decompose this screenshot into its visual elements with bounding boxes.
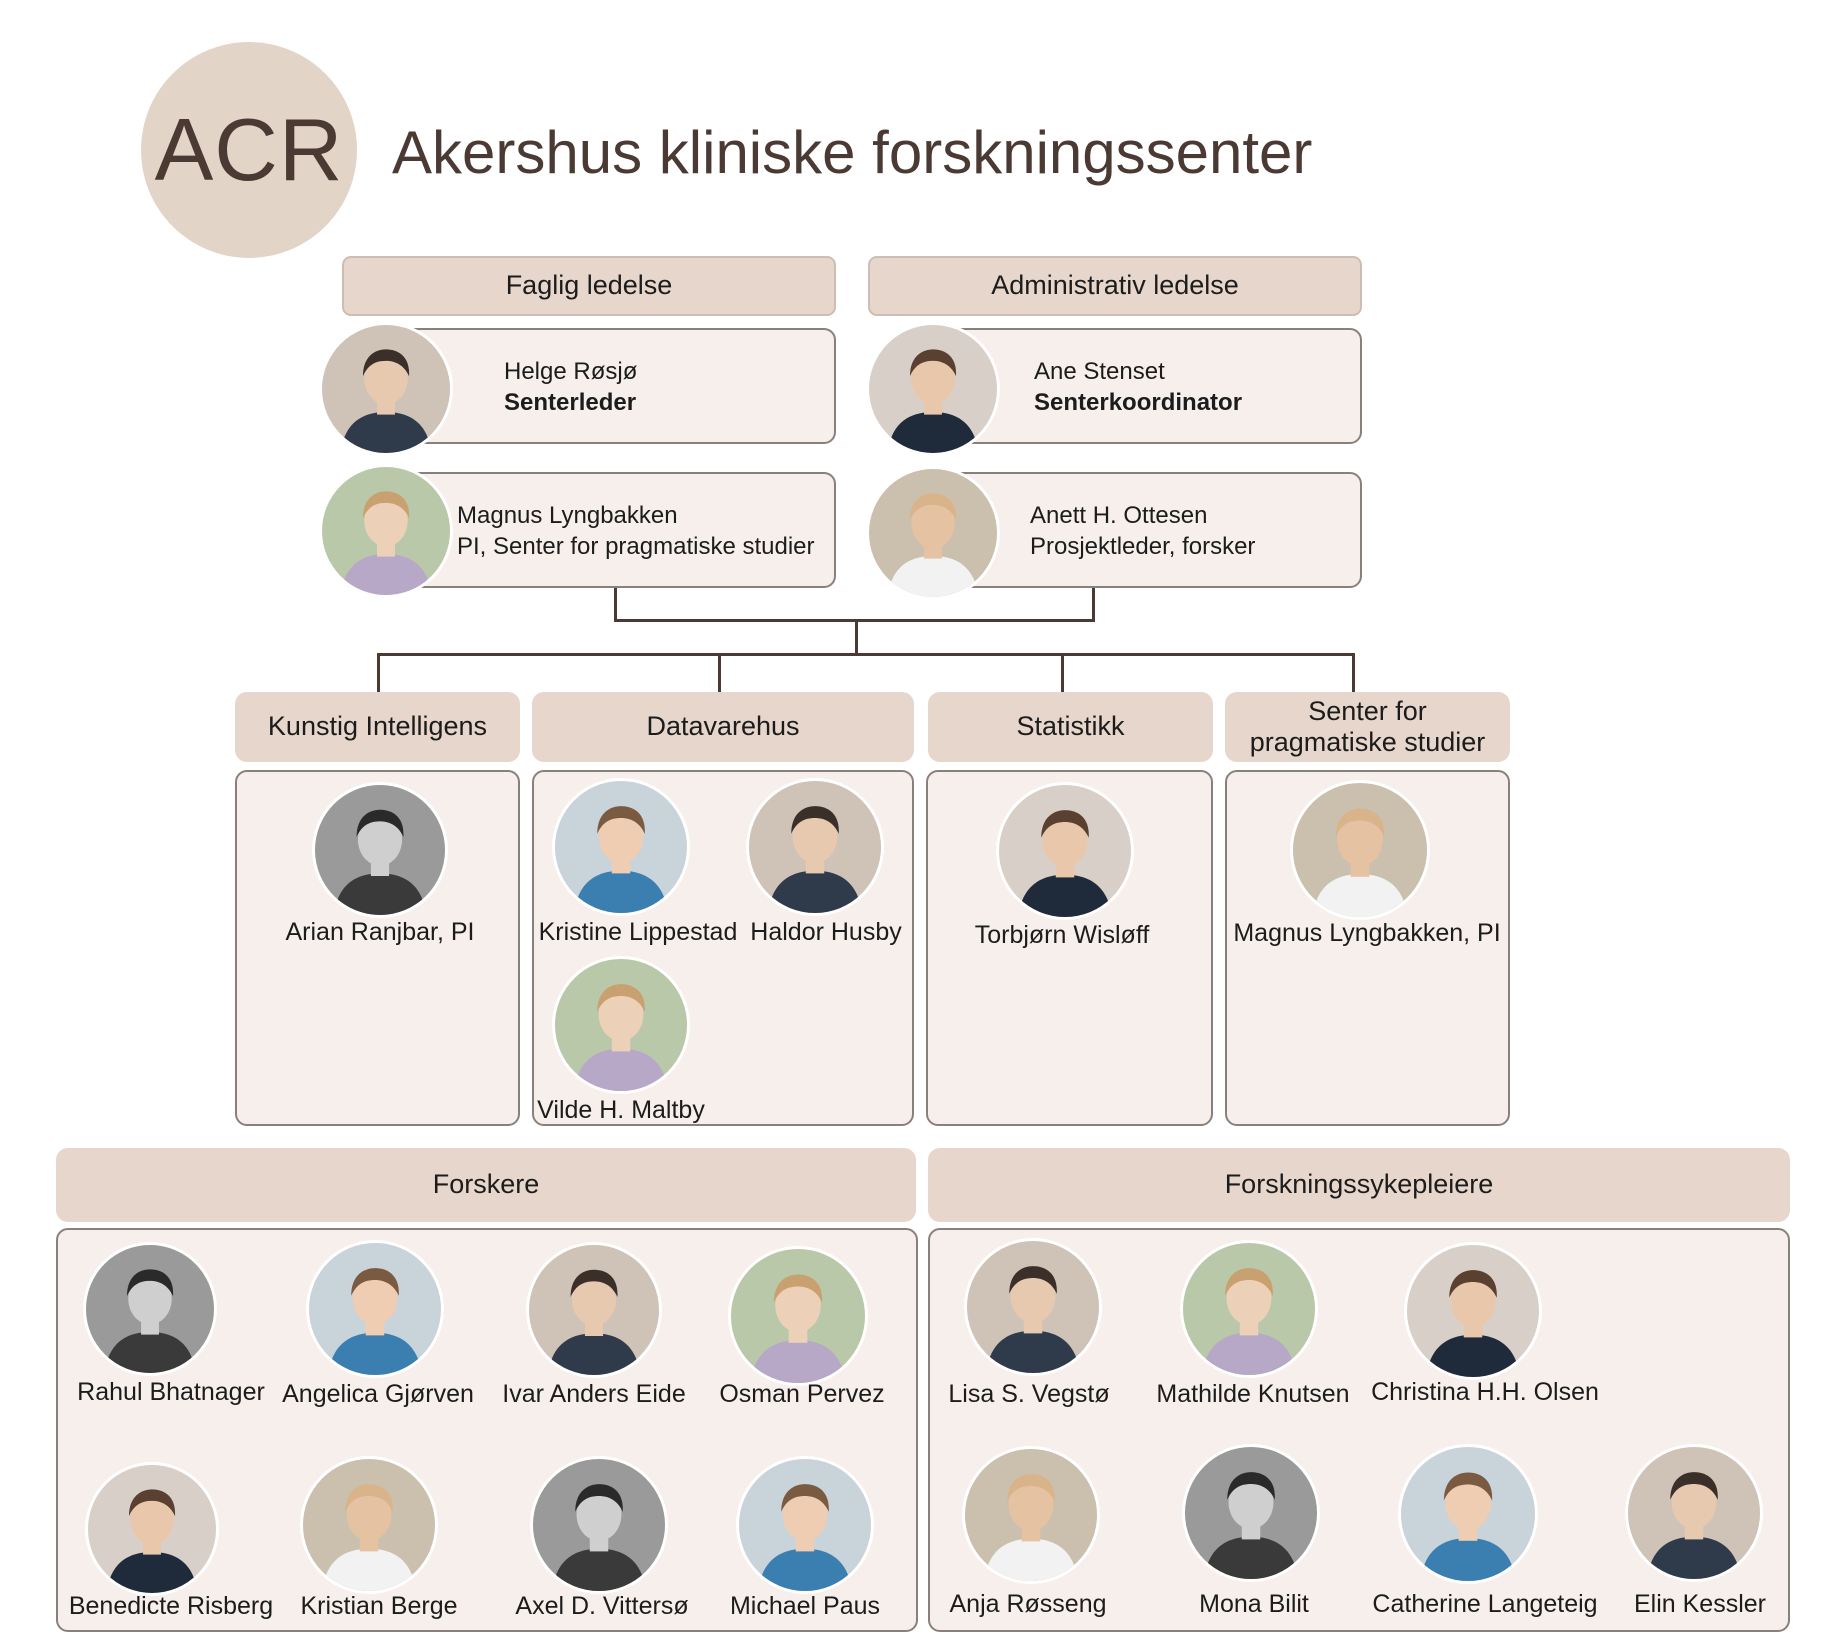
person-photo-icon xyxy=(728,1246,868,1386)
member-name: Ivar Anders Eide xyxy=(502,1380,686,1408)
group-header-forskere: Forskere xyxy=(56,1148,916,1222)
member-name: Mona Bilit xyxy=(1199,1590,1309,1618)
connector-line xyxy=(1092,588,1095,622)
person-photo-icon xyxy=(962,1446,1100,1584)
person-photo-icon xyxy=(1398,1444,1538,1584)
acr-logo: ACR xyxy=(141,42,357,258)
person-photo-icon xyxy=(1404,1242,1542,1380)
leader-role: Senterkoordinator xyxy=(1034,389,1243,416)
person-photo-icon xyxy=(85,1462,219,1596)
member-name: Haldor Husby xyxy=(750,918,902,946)
member-name: Michael Paus xyxy=(729,1592,881,1620)
member-name: Lisa S. Vegstø xyxy=(948,1380,1110,1408)
person-photo-icon xyxy=(530,1456,668,1594)
person-photo-icon xyxy=(552,956,690,1094)
connector-line xyxy=(1352,653,1355,693)
logo-text: ACR xyxy=(154,100,344,199)
member-name: Elin Kessler xyxy=(1634,1590,1766,1618)
connector-line xyxy=(614,588,617,622)
person-photo-icon xyxy=(319,322,453,456)
faglig-ledelse-header: Faglig ledelse xyxy=(342,256,836,316)
person-photo-icon xyxy=(526,1242,662,1378)
connector-line xyxy=(377,653,1355,656)
leader-name: Anett H. Ottesen xyxy=(1030,502,1208,529)
connector-line xyxy=(614,619,1095,622)
leader-card xyxy=(948,472,1362,588)
member-name: Benedicte Risberg xyxy=(68,1592,274,1620)
leader-name: Ane Stenset xyxy=(1034,358,1165,385)
leader-role: Senterleder xyxy=(504,389,637,416)
dept-header-kunstig-intelligens: Kunstig Intelligens xyxy=(235,692,520,762)
leader-info: Anett H. Ottesen Prosjektleder, forsker xyxy=(1030,500,1255,562)
member-name: Arian Ranjbar, PI xyxy=(285,918,475,946)
person-photo-icon xyxy=(996,782,1134,920)
leader-info: Magnus Lyngbakken PI, Senter for pragmat… xyxy=(457,500,815,562)
connector-line xyxy=(855,620,858,655)
person-photo-icon xyxy=(552,778,690,916)
connector-line xyxy=(718,653,721,693)
person-photo-icon xyxy=(866,322,1000,456)
administrativ-ledelse-header: Administrativ ledelse xyxy=(868,256,1362,316)
member-name: Anja Røsseng xyxy=(949,1590,1107,1618)
person-photo-icon xyxy=(306,1240,444,1378)
leader-info: Helge Røsjø Senterleder xyxy=(504,356,637,418)
page-title: Akershus kliniske forskningssenter xyxy=(392,119,1313,186)
leader-name: Magnus Lyngbakken xyxy=(457,502,678,529)
person-photo-icon xyxy=(964,1238,1102,1376)
member-name: Catherine Langeteig xyxy=(1372,1590,1598,1618)
member-name: Vilde H. Maltby xyxy=(537,1096,705,1124)
person-photo-icon xyxy=(300,1456,438,1594)
dept-header-statistikk: Statistikk xyxy=(928,692,1213,762)
dept-header-senter-pragmatiske: Senter for pragmatiske studier xyxy=(1225,692,1510,762)
member-name: Christina H.H. Olsen xyxy=(1371,1378,1599,1406)
person-photo-icon xyxy=(736,1456,874,1594)
leader-role: PI, Senter for pragmatiske studier xyxy=(457,533,815,560)
person-photo-icon xyxy=(866,466,1000,600)
member-name: Kristian Berge xyxy=(300,1592,458,1620)
person-photo-icon xyxy=(1625,1444,1763,1582)
group-header-forskningssykepleiere: Forskningssykepleiere xyxy=(928,1148,1790,1222)
leader-card xyxy=(948,328,1362,444)
member-name: Rahul Bhatnager xyxy=(77,1378,265,1406)
member-name: Angelica Gjørven xyxy=(282,1380,474,1408)
connector-line xyxy=(1061,653,1064,693)
person-photo-icon xyxy=(1180,1240,1318,1378)
dept-card xyxy=(235,770,520,1126)
person-photo-icon xyxy=(1182,1444,1320,1582)
member-name: Kristine Lippestad xyxy=(538,918,738,946)
connector-line xyxy=(377,653,380,693)
member-name: Mathilde Knutsen xyxy=(1156,1380,1350,1408)
person-photo-icon xyxy=(319,464,453,598)
person-photo-icon xyxy=(746,778,884,916)
leader-info: Ane Stenset Senterkoordinator xyxy=(1034,356,1242,418)
person-photo-icon xyxy=(83,1242,217,1376)
member-name: Osman Pervez xyxy=(719,1380,885,1408)
member-name: Axel D. Vittersø xyxy=(515,1592,689,1620)
leader-role: Prosjektleder, forsker xyxy=(1030,533,1256,560)
member-name: Magnus Lyngbakken, PI xyxy=(1233,919,1501,947)
person-photo-icon xyxy=(312,782,448,918)
dept-header-datavarehus: Datavarehus xyxy=(532,692,914,762)
person-photo-icon xyxy=(1290,780,1430,920)
member-name: Torbjørn Wisløff xyxy=(974,921,1150,949)
leader-name: Helge Røsjø xyxy=(504,358,638,385)
